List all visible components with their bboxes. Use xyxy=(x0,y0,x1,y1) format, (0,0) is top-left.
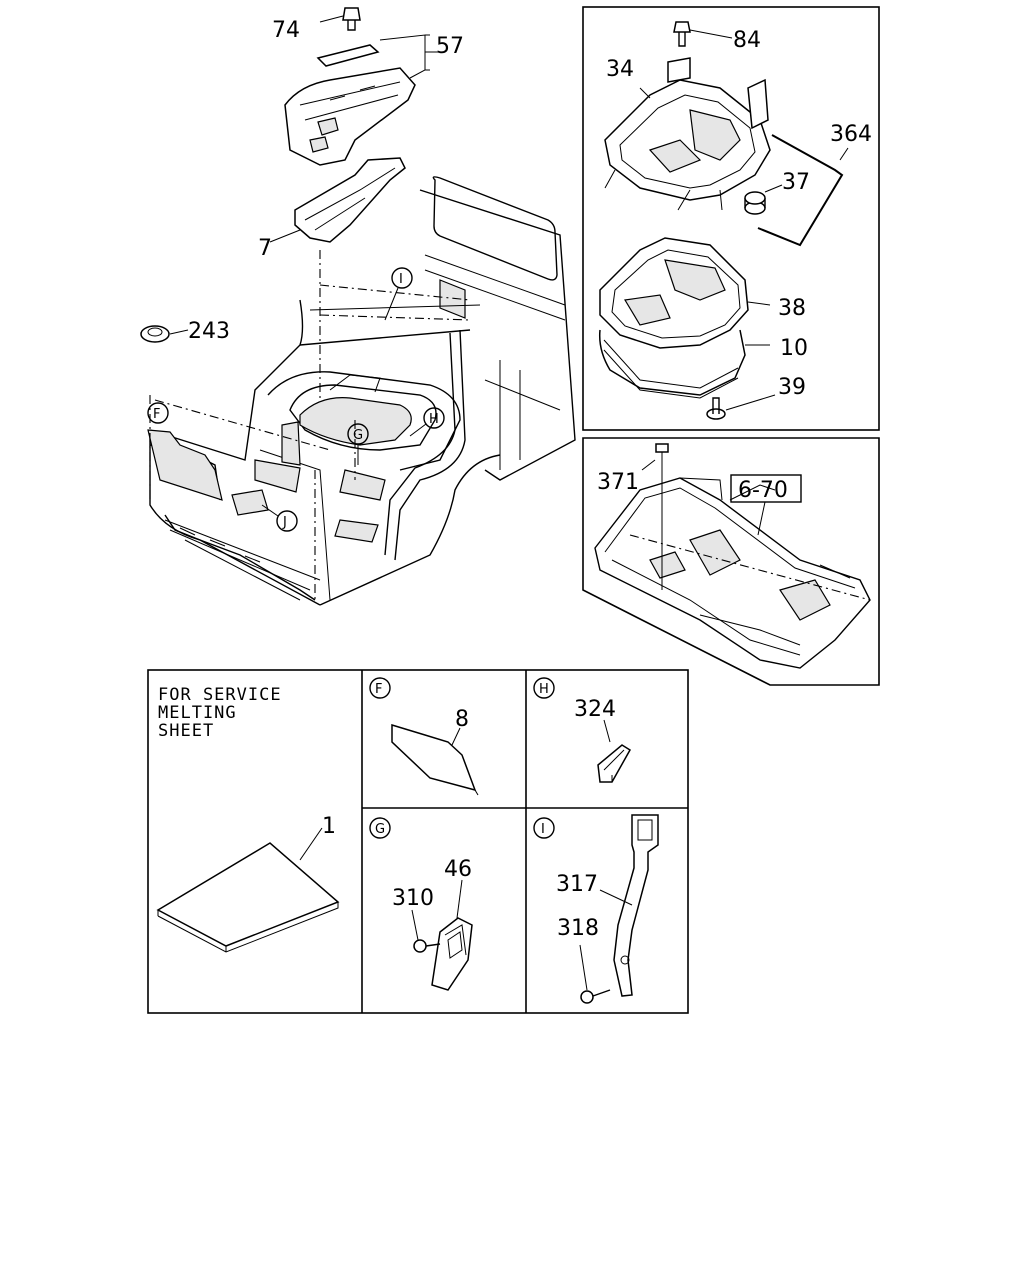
svg-text:I: I xyxy=(399,272,403,287)
frame-tray-box xyxy=(582,6,880,431)
floor-mat-assembly xyxy=(594,477,871,669)
floor-mat-box xyxy=(582,437,880,686)
clip-371 xyxy=(641,443,669,590)
bracket-57 xyxy=(284,34,445,166)
svg-text:F: F xyxy=(375,682,382,697)
callout-46: 46 xyxy=(444,857,472,882)
service-note-line3: SHEET xyxy=(158,721,214,741)
callout-310: 310 xyxy=(392,886,434,911)
grommet-243 xyxy=(140,325,189,343)
callout-8: 8 xyxy=(455,707,469,732)
tray-38-10 xyxy=(598,237,771,399)
cushion-37 xyxy=(744,184,783,215)
circle-i-box: I xyxy=(533,817,555,839)
callout-243: 243 xyxy=(188,319,230,344)
callout-371: 371 xyxy=(597,470,639,495)
callout-324: 324 xyxy=(574,697,616,722)
svg-text:J: J xyxy=(282,515,287,530)
tray-34 xyxy=(604,57,771,211)
callout-7: 7 xyxy=(258,236,272,261)
callout-57: 57 xyxy=(436,34,464,59)
callout-74: 74 xyxy=(272,18,300,43)
callout-84: 84 xyxy=(733,28,761,53)
svg-text:H: H xyxy=(539,682,549,697)
callout-6-70: 6-70 xyxy=(738,478,788,503)
rod-364 xyxy=(757,134,849,247)
callout-364: 364 xyxy=(830,122,872,147)
service-note-line1: FOR SERVICE xyxy=(158,685,282,705)
floor-assembly xyxy=(147,176,576,606)
ref-box-6-70 xyxy=(730,474,802,536)
bolt-39 xyxy=(706,394,776,420)
bolt-84 xyxy=(673,21,733,47)
clip-324 xyxy=(597,719,632,783)
svg-text:H: H xyxy=(429,412,439,427)
callout-10: 10 xyxy=(780,336,808,361)
sheet-8 xyxy=(391,723,479,796)
melting-sheet-1 xyxy=(156,827,340,953)
circle-h-main: H xyxy=(409,407,445,437)
bracket-46 xyxy=(431,879,473,991)
bolt-74 xyxy=(319,7,361,31)
plate-7 xyxy=(269,157,406,243)
screw-310 xyxy=(411,909,441,953)
callout-1: 1 xyxy=(322,814,336,839)
circle-j-main: J xyxy=(261,504,298,532)
callout-39: 39 xyxy=(778,375,806,400)
callout-317: 317 xyxy=(556,872,598,897)
svg-text:I: I xyxy=(541,822,545,837)
svg-text:G: G xyxy=(353,428,363,443)
circle-f-main: F xyxy=(147,402,169,424)
circle-g-box: G xyxy=(369,817,391,839)
circle-i-main: I xyxy=(384,267,413,321)
callout-318: 318 xyxy=(557,916,599,941)
service-note-line2: MELTING xyxy=(158,703,237,723)
svg-text:G: G xyxy=(375,822,385,837)
svg-text:F: F xyxy=(153,407,160,422)
screw-318 xyxy=(579,944,611,1004)
circle-f-box: F xyxy=(369,677,391,699)
strap-317 xyxy=(599,814,659,997)
circle-g-main: G xyxy=(347,423,369,465)
callout-38: 38 xyxy=(778,296,806,321)
callout-37: 37 xyxy=(782,170,810,195)
callout-34: 34 xyxy=(606,57,634,82)
circle-h-box: H xyxy=(533,677,555,699)
detail-table xyxy=(147,669,689,1014)
